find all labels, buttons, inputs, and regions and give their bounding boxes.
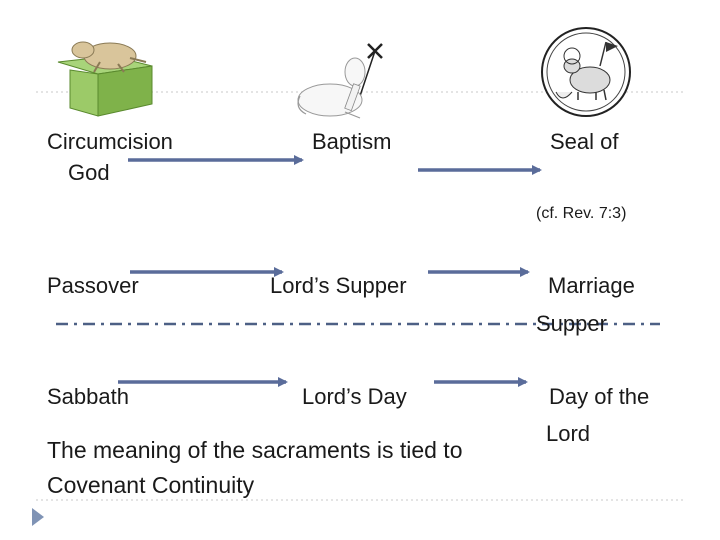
circumcision-label: Circumcision bbox=[47, 129, 173, 154]
seal-of-label: Seal of bbox=[550, 129, 619, 154]
reference-label: (cf. Rev. 7:3) bbox=[536, 205, 627, 222]
lords-day-label: Lord’s Day bbox=[302, 384, 407, 409]
lamb-with-cross-icon bbox=[297, 43, 383, 119]
sabbath-label: Sabbath bbox=[47, 384, 129, 409]
passover-label: Passover bbox=[47, 273, 139, 298]
lamb-on-altar-icon bbox=[57, 41, 153, 117]
lords-supper-label: Lord’s Supper bbox=[270, 273, 407, 298]
day-of-the-label: Day of the bbox=[549, 384, 650, 409]
triangle-bullet-icon bbox=[32, 508, 44, 526]
marriage-label: Marriage bbox=[548, 273, 635, 298]
lamb-seal-medallion-icon bbox=[541, 27, 631, 117]
conclusion-line-2: Covenant Continuity bbox=[47, 472, 255, 498]
lord-label: Lord bbox=[546, 421, 591, 446]
conclusion-line-1: The meaning of the sacraments is tied to bbox=[47, 437, 463, 463]
baptism-label: Baptism bbox=[312, 129, 392, 154]
supper-label: Supper bbox=[536, 311, 607, 336]
god-label: God bbox=[68, 160, 110, 185]
